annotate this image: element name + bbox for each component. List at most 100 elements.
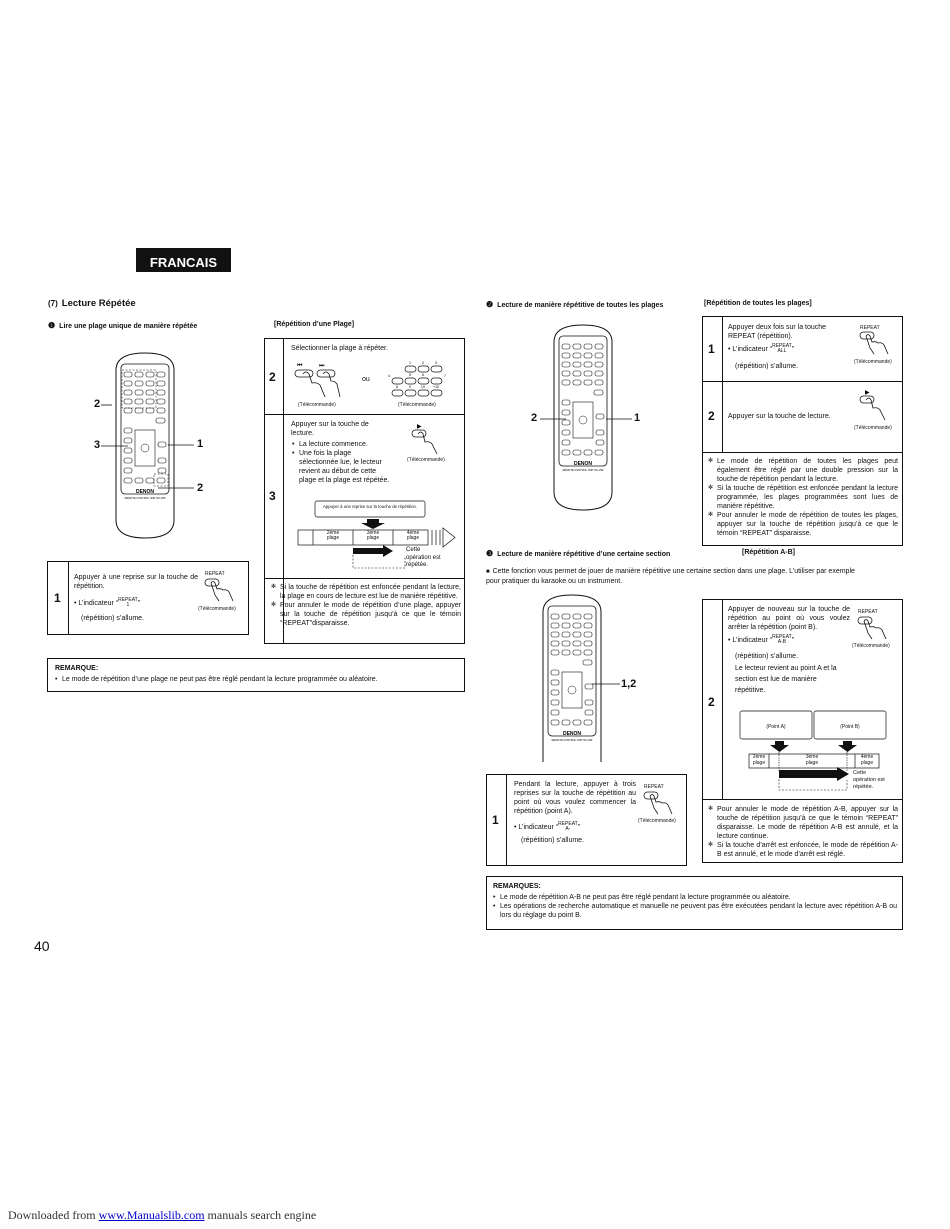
remote-model: REMOTE CONTROL UNIT RC-259	[552, 738, 593, 742]
key-label: 10	[421, 385, 425, 389]
remote-model: REMOTE CONTROL UNIT RC-259	[563, 468, 604, 472]
callout-2-bottom: 2	[197, 482, 204, 494]
remote-caption: (Télécommande)	[407, 457, 445, 463]
step-text: Appuyer sur la touche de lecture.	[291, 421, 369, 437]
remote-illustration: DENON REMOTE CONTROL UNIT RC-259	[553, 324, 613, 511]
intro-mark: ■	[486, 569, 490, 575]
callout-2: 2	[531, 412, 538, 424]
remote-caption: (Télécommande)	[198, 606, 236, 612]
ab-diagram	[739, 710, 887, 791]
remote-caption: (Télécommande)	[854, 359, 892, 365]
single-bullet: ❶	[48, 321, 56, 330]
remarque-title: REMARQUE:	[55, 665, 99, 672]
bullet-item: Une fois la plage sélectionnée lue, le l…	[292, 449, 392, 485]
note-item: Pour annuler le mode de répétition d’une…	[271, 601, 461, 628]
all-notes: Le mode de répétition de toutes les plag…	[708, 457, 898, 538]
single-heading-text: Lire une plage unique de manière répétée	[59, 323, 198, 330]
or-text: ou	[362, 376, 370, 383]
single-step1-box: 1 Appuyer à une reprise sur la touche de…	[47, 561, 249, 635]
key-label: 2	[422, 361, 424, 365]
step-number: 2	[708, 695, 715, 709]
single-notes: Si la touche de répétition est enfoncée …	[271, 583, 461, 628]
section-number: (7)	[48, 299, 58, 308]
remote-illustration: DENON REMOTE CONTROL UNIT RC-259	[542, 594, 602, 762]
remarque-box: REMARQUE: Le mode de répétition d’une pl…	[47, 658, 465, 692]
note-item: Le mode de répétition de toutes les plag…	[708, 457, 898, 484]
step-text: Appuyer sur la touche de lecture.	[728, 413, 831, 420]
callout-lines	[101, 404, 194, 489]
hand-press-icon	[204, 578, 234, 602]
all-steps-box: 1 Appuyer deux fois sur la touche REPEAT…	[702, 316, 903, 546]
language-tab: FRANCAIS	[136, 248, 231, 272]
step-number: 1	[708, 342, 715, 356]
repeat-button-label: REPEAT	[644, 784, 664, 790]
ab-intro: ■Cette fonction vous permet de jouer de …	[486, 567, 866, 586]
remarques-title: REMARQUES:	[493, 883, 541, 890]
callout-line	[592, 683, 620, 685]
remote-brand: DENON	[136, 489, 154, 495]
key-label: 3	[435, 361, 437, 365]
footer: Downloaded from www.Manualslib.com manua…	[8, 1208, 316, 1223]
note-item: Si la touche d’arrêt est enfoncée, le mo…	[708, 841, 898, 859]
ab-notes: Pour annuler le mode de répétition A-B, …	[708, 805, 898, 859]
step-number: 1	[54, 591, 61, 605]
step-text: Appuyer deux fois sur la touche REPEAT (…	[728, 324, 827, 340]
ab-step2-box: 2 Appuyer de nouveau sur la touche de ré…	[702, 599, 903, 863]
callout-lines	[540, 418, 632, 420]
key-label: 5	[409, 373, 411, 377]
play-button-hand-icon: ▶	[411, 424, 438, 455]
skip-buttons-hand-icon: ⏮⏭	[294, 363, 341, 398]
indicator-tail: (répétition) s’allume.	[521, 837, 585, 844]
play-button-hand-icon: ▶	[859, 390, 886, 421]
remote-caption-b: (Télécommande)	[398, 402, 436, 408]
callout-1-2: 1,2	[621, 678, 637, 690]
all-tag: [Répétition de toutes les plages]	[704, 300, 812, 307]
callout-1: 1	[197, 438, 204, 450]
all-heading-text: Lecture de manière répétitive de toutes …	[497, 302, 664, 309]
single-steps-box: 2 Sélectionner la plage à répéter. ⏮⏭ (T…	[264, 338, 465, 644]
hand-press-icon	[857, 616, 887, 640]
play-icon: ▶	[865, 390, 870, 396]
callout-2-top: 2	[94, 398, 101, 410]
indicator-tail: (répétition) s’allume.	[81, 615, 145, 622]
key-label: 1	[409, 361, 411, 365]
remarques-list: Le mode de répétition A-B ne peut pas êt…	[493, 893, 897, 920]
key-label: 8	[396, 385, 398, 389]
ab-heading-text: Lecture de manière répétitive d’une cert…	[497, 551, 671, 558]
key-label: 7	[444, 374, 446, 378]
step-number: 2	[708, 409, 715, 423]
bullet-item: La lecture commence.	[292, 440, 392, 449]
diagram-label: Appuyer à une reprise sur la touche de r…	[322, 504, 418, 509]
callout-1: 1	[634, 412, 641, 424]
intro-text: Cette fonction vous permet de jouer de m…	[486, 568, 855, 585]
note-item: Si la touche de répétition est enfoncée …	[271, 583, 461, 601]
remote-illustration: DENON REMOTE CONTROL UNIT RC-259	[115, 352, 175, 539]
note-item: Si la touche de répétition est enfoncée …	[708, 484, 898, 511]
manualslib-link[interactable]: www.Manualslib.com	[98, 1208, 205, 1222]
key-label: +10	[433, 385, 439, 389]
ab-step1-box: 1 Pendant la lecture, appuyer à trois re…	[486, 774, 687, 866]
key-label: 9	[409, 385, 411, 389]
footer-suffix: manuals search engine	[204, 1208, 317, 1222]
remote-caption: (Télécommande)	[852, 643, 890, 649]
step-text: Sélectionner la plage à répéter.	[291, 345, 388, 352]
hand-press-icon	[643, 791, 673, 815]
key-label: 4	[388, 374, 390, 378]
section-title: (7)Lecture Répétée	[48, 298, 136, 309]
remote-brand: DENON	[574, 461, 592, 467]
step-number: 2	[269, 370, 276, 384]
repeat-button-label: REPEAT	[858, 609, 878, 615]
